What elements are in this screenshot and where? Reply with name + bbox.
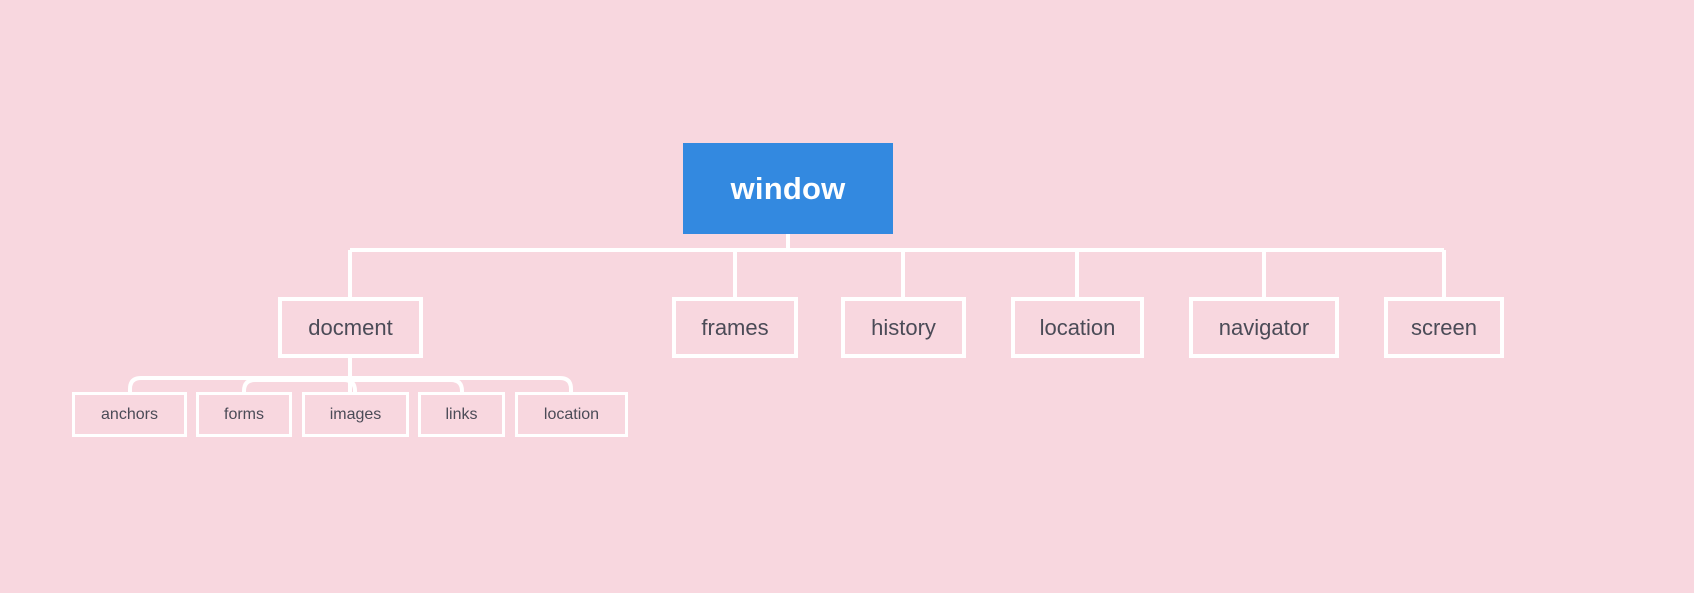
node-location-child[interactable]: location: [515, 392, 628, 437]
connector-elbow-links: [350, 378, 464, 393]
node-navigator-label: navigator: [1218, 314, 1310, 340]
node-history[interactable]: history: [841, 297, 966, 358]
node-forms-label: forms: [224, 405, 264, 423]
node-docment-label: docment: [308, 314, 393, 340]
node-window[interactable]: window: [683, 143, 893, 234]
node-anchors[interactable]: anchors: [72, 392, 187, 437]
node-links[interactable]: links: [418, 392, 505, 437]
node-location-child-label: location: [543, 405, 600, 423]
connector-elbow-location: [350, 376, 573, 392]
node-frames-label: frames: [701, 314, 769, 340]
node-location[interactable]: location: [1011, 297, 1144, 358]
node-anchors-label: anchors: [101, 405, 158, 423]
connector-elbow-anchors: [128, 376, 350, 392]
node-forms[interactable]: forms: [196, 392, 292, 437]
node-history-label: history: [871, 314, 936, 340]
connector-elbow-images: [342, 378, 357, 393]
node-docment[interactable]: docment: [278, 297, 423, 358]
node-frames[interactable]: frames: [672, 297, 798, 358]
node-navigator[interactable]: navigator: [1189, 297, 1339, 358]
node-screen-label: screen: [1410, 314, 1478, 340]
node-links-label: links: [445, 405, 478, 423]
node-location-label: location: [1039, 314, 1116, 340]
node-images[interactable]: images: [302, 392, 409, 437]
node-screen[interactable]: screen: [1384, 297, 1504, 358]
connector-elbow-forms: [242, 378, 350, 393]
node-window-label: window: [730, 171, 846, 206]
node-images-label: images: [329, 405, 382, 423]
